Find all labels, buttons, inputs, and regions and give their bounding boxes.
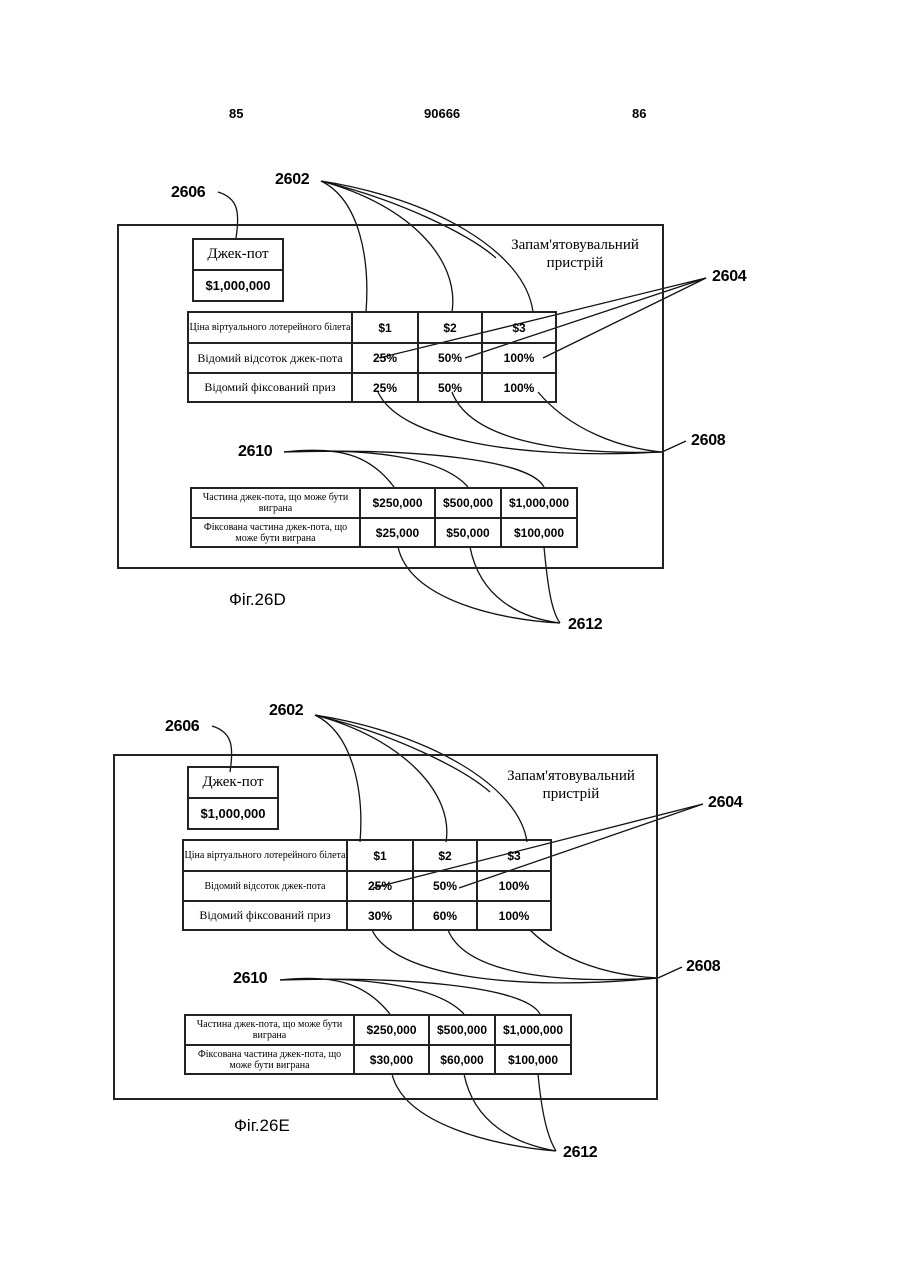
cell-value: $2 (418, 312, 482, 343)
table-row: Фіксована частина джек-пота, що може бут… (185, 1045, 571, 1074)
ref-2606: 2606 (165, 718, 199, 736)
row-label: Відомий відсоток джек-пота (183, 871, 347, 901)
table-row: Частина джек-пота, що може бути виграна … (191, 488, 577, 518)
cell-value: 30% (347, 901, 413, 930)
figure-caption: Фіг.26E (234, 1116, 290, 1136)
ref-2606: 2606 (171, 184, 205, 202)
table-row: Частина джек-пота, що може бути виграна … (185, 1015, 571, 1045)
ref-2612: 2612 (563, 1144, 597, 1162)
table-row: Відомий відсоток джек-пота 25% 50% 100% (188, 343, 556, 373)
jackpot-box: Джек-пот $1,000,000 (187, 766, 279, 830)
cell-value: 100% (477, 901, 551, 930)
cell-value: $60,000 (429, 1045, 495, 1074)
cell-value: 100% (482, 343, 556, 373)
price-percentage-table: Ціна віртуального лотерейного білета $1 … (187, 311, 557, 403)
ref-2604: 2604 (708, 794, 742, 812)
price-percentage-table: Ціна віртуального лотерейного білета $1 … (182, 839, 552, 931)
cell-value: $250,000 (360, 488, 435, 518)
ref-2604: 2604 (712, 268, 746, 286)
cell-value: $30,000 (354, 1045, 429, 1074)
cell-value: $100,000 (495, 1045, 571, 1074)
jackpot-title: Джек-пот (189, 768, 277, 799)
cell-value: 50% (413, 871, 477, 901)
cell-value: 60% (413, 901, 477, 930)
cell-value: 50% (418, 343, 482, 373)
cell-value: $3 (477, 840, 551, 871)
figure-26e: 2606 2602 2604 2608 2610 2612 Запам'ятов… (0, 534, 901, 1170)
row-label: Частина джек-пота, що може бути виграна (185, 1015, 354, 1045)
cell-value: 100% (482, 373, 556, 402)
row-label: Ціна віртуального лотерейного білета (183, 840, 347, 871)
ref-2602: 2602 (269, 702, 303, 720)
table-row: Ціна віртуального лотерейного білета $1 … (188, 312, 556, 343)
jackpot-amount: $1,000,000 (189, 799, 277, 828)
jackpot-title: Джек-пот (194, 240, 282, 271)
row-label: Відомий фіксований приз (188, 373, 352, 402)
ref-2602: 2602 (275, 171, 309, 189)
jackpot-box: Джек-пот $1,000,000 (192, 238, 284, 302)
table-row: Відомий фіксований приз 25% 50% 100% (188, 373, 556, 402)
cell-value: 25% (352, 373, 418, 402)
cell-value: $500,000 (429, 1015, 495, 1045)
cell-value: $1 (352, 312, 418, 343)
row-label: Відомий відсоток джек-пота (188, 343, 352, 373)
cell-value: $1,000,000 (501, 488, 577, 518)
memory-label: Запам'ятовувальний пристрій (488, 767, 654, 803)
cell-value: $250,000 (354, 1015, 429, 1045)
memory-label: Запам'ятовувальний пристрій (492, 236, 658, 272)
table-row: Відомий відсоток джек-пота 25% 50% 100% (183, 871, 551, 901)
row-label: Відомий фіксований приз (183, 901, 347, 930)
jackpot-amount: $1,000,000 (194, 271, 282, 300)
cell-value: $1 (347, 840, 413, 871)
cell-value: $1,000,000 (495, 1015, 571, 1045)
jackpot-portion-table: Частина джек-пота, що може бути виграна … (184, 1014, 572, 1075)
cell-value: $2 (413, 840, 477, 871)
cell-value: $3 (482, 312, 556, 343)
ref-2608: 2608 (686, 958, 720, 976)
row-label: Фіксована частина джек-пота, що може бут… (185, 1045, 354, 1074)
cell-value: 25% (347, 871, 413, 901)
cell-value: 50% (418, 373, 482, 402)
ref-2608: 2608 (691, 432, 725, 450)
row-label: Частина джек-пота, що може бути виграна (191, 488, 360, 518)
row-label: Ціна віртуального лотерейного білета (188, 312, 352, 343)
ref-2610: 2610 (233, 970, 267, 988)
cell-value: 100% (477, 871, 551, 901)
cell-value: 25% (352, 343, 418, 373)
ref-2610: 2610 (238, 443, 272, 461)
table-row: Ціна віртуального лотерейного білета $1 … (183, 840, 551, 871)
cell-value: $500,000 (435, 488, 501, 518)
table-row: Відомий фіксований приз 30% 60% 100% (183, 901, 551, 930)
